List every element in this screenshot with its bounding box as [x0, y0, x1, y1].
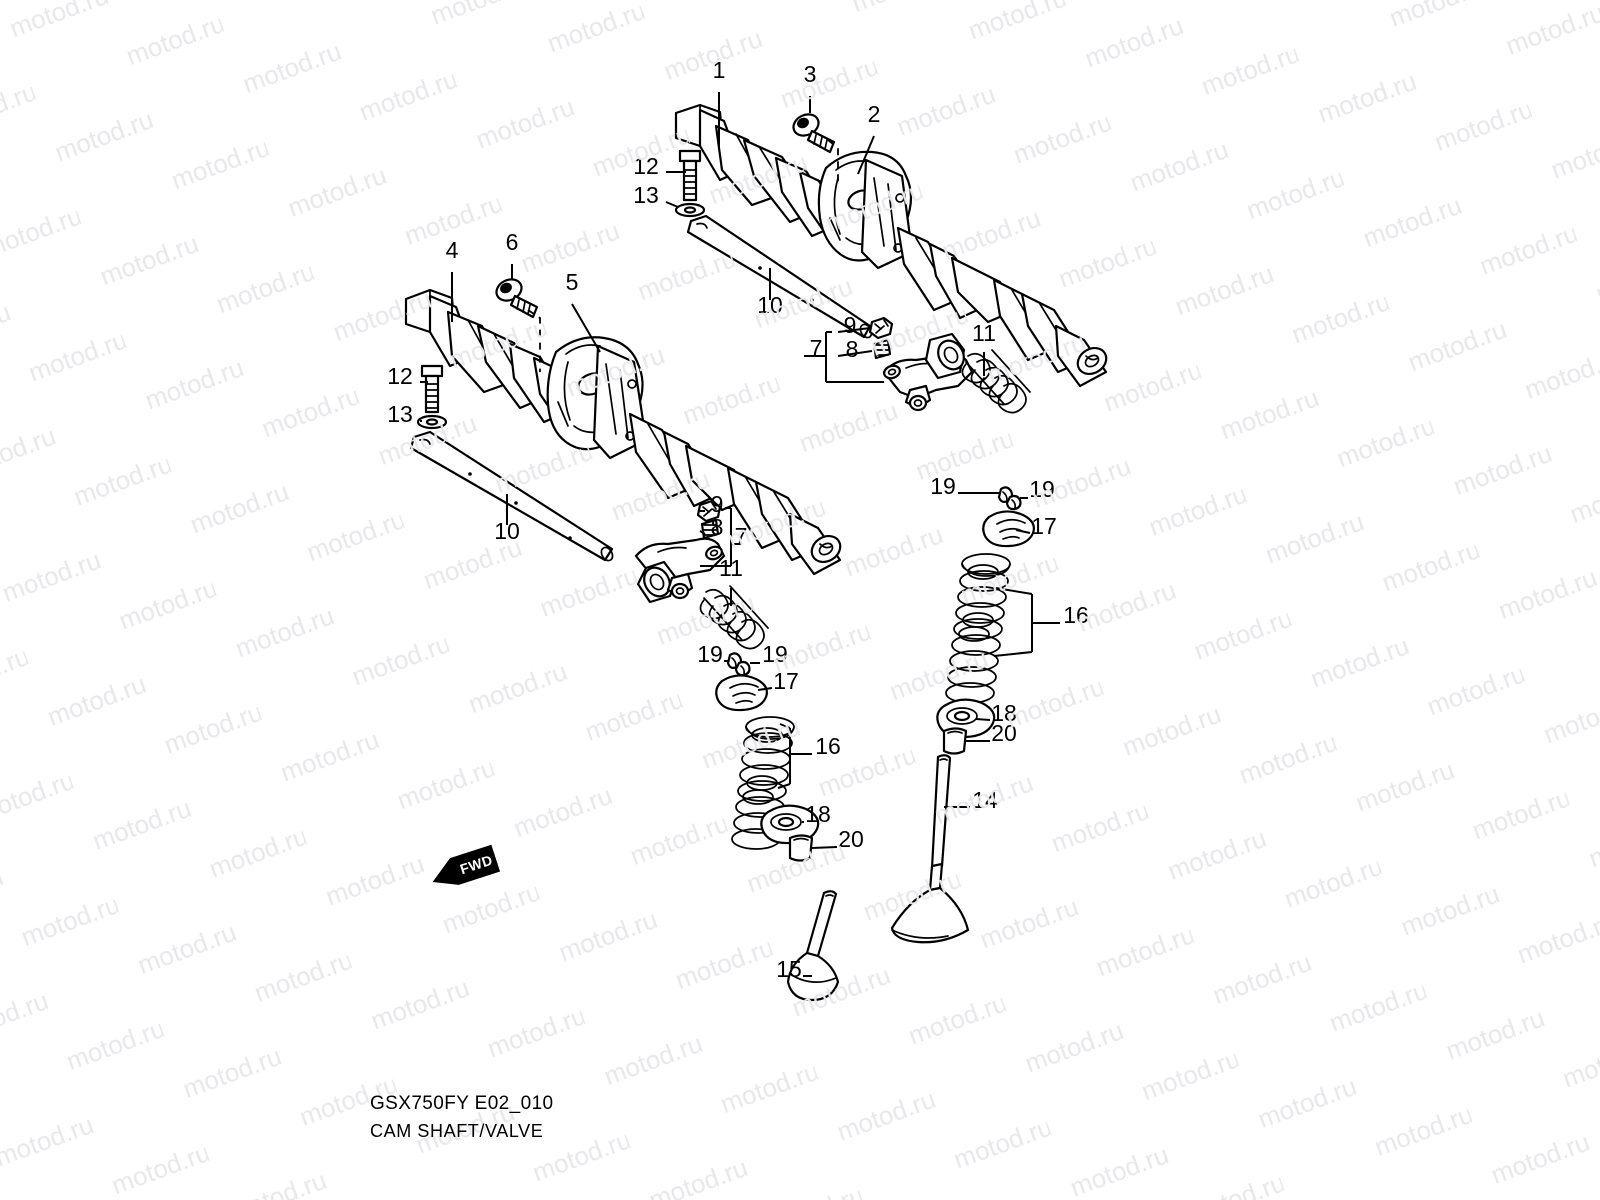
callout-rocker-arm-assy-upper: 7 — [810, 335, 823, 361]
callout-washer-upper: 13 — [633, 182, 659, 208]
rocker-spring-lower-part — [699, 585, 769, 650]
bolt-upper-part — [678, 149, 702, 202]
diagram-caption: GSX750FY E02_010 CAM SHAFT/VALVE — [370, 1090, 554, 1144]
lock-nut-upper-part — [868, 316, 894, 340]
callout-rocker-shaft-lower: 10 — [494, 518, 520, 544]
valve-stem-seal-left — [788, 834, 814, 862]
upper-camshaft-group — [674, 103, 1108, 414]
callout-cam-sprocket-lower: 5 — [566, 269, 579, 295]
callout-rocker-spring-lower: 11 — [719, 555, 743, 581]
washer-lower-part — [416, 414, 448, 430]
callout-valve-cotter-right-left: 19 — [930, 473, 956, 499]
intake-valve-part — [890, 754, 970, 944]
valve-springs-right — [945, 553, 1011, 704]
callout-intake-valve: 14 — [972, 787, 998, 813]
callout-washer-lower: 13 — [387, 401, 413, 427]
lower-camshaft-group — [404, 139, 842, 650]
caption-title: CAM SHAFT/VALVE — [370, 1120, 544, 1141]
spring-retainer-left — [715, 674, 768, 712]
callout-rocker-spring-upper: 11 — [972, 320, 996, 346]
callout-camshaft-exhaust: 4 — [446, 237, 459, 263]
valve-stem-seal-right — [942, 727, 968, 755]
callout-rocker-arm-assy-lower: 7 — [735, 523, 748, 549]
caption-model-code: GSX750FY E02_010 — [370, 1093, 554, 1114]
exhaust-valve-part — [786, 890, 840, 1002]
callout-exhaust-valve: 15 — [776, 956, 802, 982]
callout-adjuster-screw-upper: 8 — [846, 336, 859, 362]
callout-sprocket-bolt-lower: 6 — [506, 229, 519, 255]
callout-cam-sprocket-upper: 2 — [868, 101, 881, 127]
callout-bolt-lower: 12 — [387, 363, 413, 389]
bolt-lower-part — [420, 364, 444, 414]
fwd-direction-marker: FWD — [432, 844, 501, 885]
callout-valve-stem-seal-right: 20 — [991, 720, 1017, 746]
spring-retainer-right — [982, 510, 1035, 548]
rocker-arm-lower-part — [634, 537, 726, 604]
callout-bolt-upper: 12 — [633, 153, 659, 179]
callout-valve-stem-seal-left: 20 — [838, 826, 864, 852]
callout-sprocket-bolt-upper: 3 — [804, 61, 817, 87]
callout-lock-nut-lower: 9 — [711, 491, 724, 517]
valve-cotters-left — [726, 652, 751, 677]
callout-camshaft-intake: 1 — [713, 57, 726, 83]
washer-upper-part — [674, 202, 706, 218]
callout-valve-springs-left: 16 — [815, 733, 841, 759]
callout-lock-nut-upper: 9 — [844, 312, 857, 338]
rocker-spring-upper-part — [961, 349, 1031, 414]
callout-valve-cotter-left-right: 19 — [762, 641, 788, 667]
valve-cotters-right — [997, 486, 1022, 511]
callout-spring-retainer-right: 17 — [1031, 513, 1057, 539]
callout-spring-retainer-left: 17 — [773, 668, 799, 694]
callout-valve-springs-right: 16 — [1063, 602, 1089, 628]
callout-spring-seat-left: 18 — [805, 801, 831, 827]
adjuster-screw-upper-part — [872, 338, 892, 360]
camshaft-exhaust-part — [404, 288, 842, 576]
callout-adjuster-screw-lower: 8 — [711, 514, 724, 540]
callout-valve-cotter-left-left: 19 — [697, 641, 723, 667]
rocker-arm-upper-part — [882, 332, 974, 412]
callout-valve-cotter-right-right: 19 — [1029, 476, 1055, 502]
callout-rocker-shaft-upper: 10 — [757, 292, 783, 318]
sprocket-bolt-upper-part — [792, 113, 836, 154]
